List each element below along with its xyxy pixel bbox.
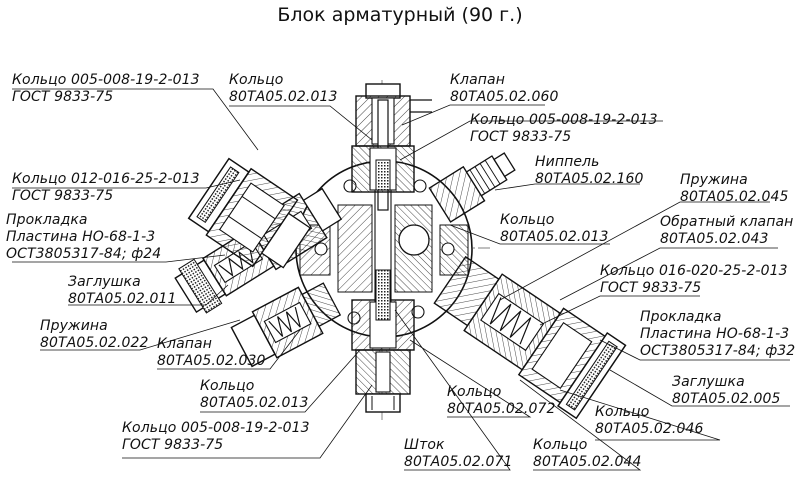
leader-lines: [12, 88, 790, 471]
callout-ring-top: Кольцо 80ТА05.02.013: [229, 72, 338, 106]
callout-line: Кольцо 005-008-19-2-013: [12, 72, 200, 88]
callout-spring-left: Пружина 80ТА05.02.022: [40, 318, 149, 352]
callout-line: Заглушка: [672, 374, 745, 390]
callout-line: 80ТА05.02.013: [229, 89, 338, 105]
callout-line: ГОСТ 9833-75: [600, 280, 702, 296]
callout-line: Кольцо: [447, 384, 502, 400]
drawing-title: Блок арматурный (90 г.): [277, 4, 523, 26]
check-valve-unit: [433, 255, 627, 420]
callout-spring-right: Пружина 80ТА05.02.045: [680, 172, 789, 206]
callout-ring-072: Кольцо 80ТА05.02.072: [447, 384, 556, 418]
callout-line: Кольцо: [229, 72, 284, 88]
callout-line: 80ТА05.02.060: [450, 89, 559, 105]
callout-line: Пластина НО-68-1-3: [640, 326, 790, 342]
callout-line: 80ТА05.02.022: [40, 335, 149, 351]
callout-line: 80ТА05.02.071: [404, 454, 513, 470]
callout-line: 80ТА05.02.044: [533, 454, 642, 470]
top-valve: [351, 83, 432, 211]
callout-plug-right: Заглушка 80ТА05.02.005: [672, 374, 781, 408]
callout-line: Клапан: [157, 336, 212, 352]
callout-rod: Шток 80ТА05.02.071: [404, 437, 513, 471]
callout-gasket-right: Прокладка Пластина НО-68-1-3 ОСТ3805317-…: [640, 309, 795, 360]
callout-line: Кольцо: [533, 437, 588, 453]
bottom-valve: [351, 269, 415, 413]
callout-line: 80ТА05.02.030: [157, 353, 266, 369]
callout-line: Кольцо 005-008-19-2-013: [470, 112, 658, 128]
callout-line: 80ТА05.02.013: [500, 229, 609, 245]
callout-line: ОСТ3805317-84; ф24: [6, 246, 162, 262]
callout-line: 80ТА05.02.005: [672, 391, 781, 407]
callout-ring-005-top-left: Кольцо 005-008-19-2-013 ГОСТ 9833-75: [12, 72, 200, 106]
callout-line: 80ТА05.02.011: [68, 291, 177, 307]
callout-line: Кольцо 016-020-25-2-013: [600, 263, 788, 279]
callout-ring-005-bottom: Кольцо 005-008-19-2-013 ГОСТ 9833-75: [122, 420, 310, 454]
callout-line: Пружина: [40, 318, 108, 334]
callout-line: Пластина НО-68-1-3: [6, 229, 156, 245]
left-spring-valve: [230, 282, 342, 368]
callout-ring-016: Кольцо 016-020-25-2-013 ГОСТ 9833-75: [600, 263, 788, 297]
callout-line: ГОСТ 9833-75: [470, 129, 572, 145]
callout-line: Шток: [404, 437, 445, 453]
callout-nipple: Ниппель 80ТА05.02.160: [535, 154, 644, 188]
callout-line: Кольцо 005-008-19-2-013: [122, 420, 310, 436]
callout-ring-005-top-right: Кольцо 005-008-19-2-013 ГОСТ 9833-75: [470, 112, 658, 146]
callout-ring-012: Кольцо 012-016-25-2-013 ГОСТ 9833-75: [12, 171, 200, 205]
nipple-unit: [428, 152, 516, 223]
callout-check-valve: Обратный клапан 80ТА05.02.043: [660, 214, 793, 248]
callout-ring-044: Кольцо 80ТА05.02.044: [533, 437, 642, 471]
callout-line: Кольцо 012-016-25-2-013: [12, 171, 200, 187]
callout-line: ГОСТ 9833-75: [122, 437, 224, 453]
callout-line: Клапан: [450, 72, 505, 88]
callout-line: Кольцо: [200, 378, 255, 394]
callout-line: Кольцо: [500, 212, 555, 228]
callout-gasket-left: Прокладка Пластина НО-68-1-3 ОСТ3805317-…: [6, 212, 161, 263]
callout-line: Прокладка: [640, 309, 722, 325]
callout-line: ОСТ3805317-84; ф32: [640, 343, 796, 359]
left-plug: [187, 157, 312, 269]
callout-line: Ниппель: [535, 154, 600, 170]
callout-valve-top: Клапан 80ТА05.02.060: [450, 72, 559, 106]
callout-line: ГОСТ 9833-75: [12, 188, 114, 204]
callout-line: 80ТА05.02.072: [447, 401, 556, 417]
callout-line: ГОСТ 9833-75: [12, 89, 114, 105]
callout-line: Заглушка: [68, 274, 141, 290]
callout-plug-left: Заглушка 80ТА05.02.011: [68, 274, 177, 308]
callout-ring-lower-left: Кольцо 80ТА05.02.013: [200, 378, 309, 412]
callout-line: Прокладка: [6, 212, 88, 228]
callout-line: 80ТА05.02.043: [660, 231, 769, 247]
callout-line: Пружина: [680, 172, 748, 188]
callout-line: 80ТА05.02.046: [595, 421, 704, 437]
callout-line: 80ТА05.02.045: [680, 189, 789, 205]
callout-ring-046: Кольцо 80ТА05.02.046: [595, 404, 704, 438]
callout-line: 80ТА05.02.160: [535, 171, 644, 187]
callout-ring-center-right: Кольцо 80ТА05.02.013: [500, 212, 609, 246]
callout-line: 80ТА05.02.013: [200, 395, 309, 411]
callout-valve-left: Клапан 80ТА05.02.030: [157, 336, 266, 370]
callout-line: Обратный клапан: [660, 214, 794, 230]
callout-line: Кольцо: [595, 404, 650, 420]
